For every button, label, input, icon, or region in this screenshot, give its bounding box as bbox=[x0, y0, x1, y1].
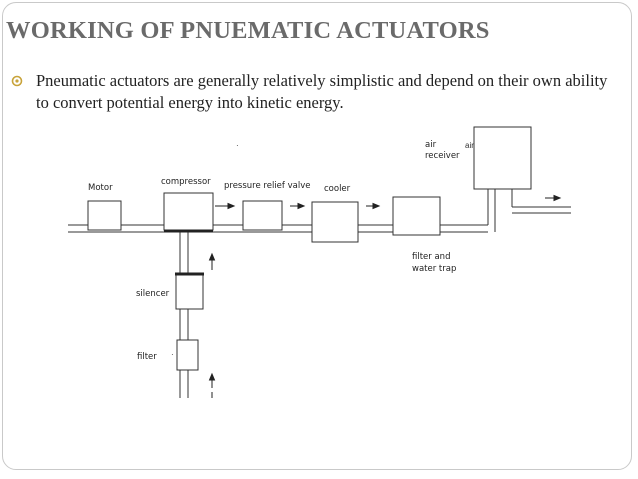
motor-box bbox=[87, 200, 122, 231]
filter-water-trap-label-1: filter and bbox=[412, 252, 450, 262]
pressure-relief-valve-box bbox=[242, 200, 283, 231]
silencer-label: silencer bbox=[136, 289, 170, 299]
svg-text:air: air bbox=[465, 141, 474, 150]
filter-water-trap-box bbox=[392, 196, 441, 236]
filter-water-trap-label-2: water trap bbox=[412, 264, 456, 274]
cooler-box bbox=[311, 201, 359, 243]
motor-label: Motor bbox=[88, 183, 113, 193]
pressure-relief-valve-label: pressure relief valve bbox=[224, 181, 310, 191]
svg-text:·: · bbox=[236, 141, 239, 150]
svg-text:·: · bbox=[171, 350, 174, 359]
bullet-text: Pneumatic actuators are generally relati… bbox=[36, 71, 608, 112]
air-receiver-box bbox=[473, 126, 532, 190]
air-receiver-label-1: air bbox=[425, 140, 437, 150]
filter-label: filter bbox=[137, 352, 157, 362]
silencer-box bbox=[175, 274, 204, 310]
air-receiver-label-2: receiver bbox=[425, 151, 460, 161]
compressor-label: compressor bbox=[161, 177, 211, 187]
slide-frame bbox=[2, 2, 632, 470]
compressor-box bbox=[163, 192, 214, 231]
bullet-icon bbox=[11, 75, 23, 87]
filter-box bbox=[176, 339, 199, 371]
slide-title: WORKING OF PNUEMATIC ACTUATORS bbox=[6, 17, 490, 44]
cooler-label: cooler bbox=[324, 184, 351, 194]
